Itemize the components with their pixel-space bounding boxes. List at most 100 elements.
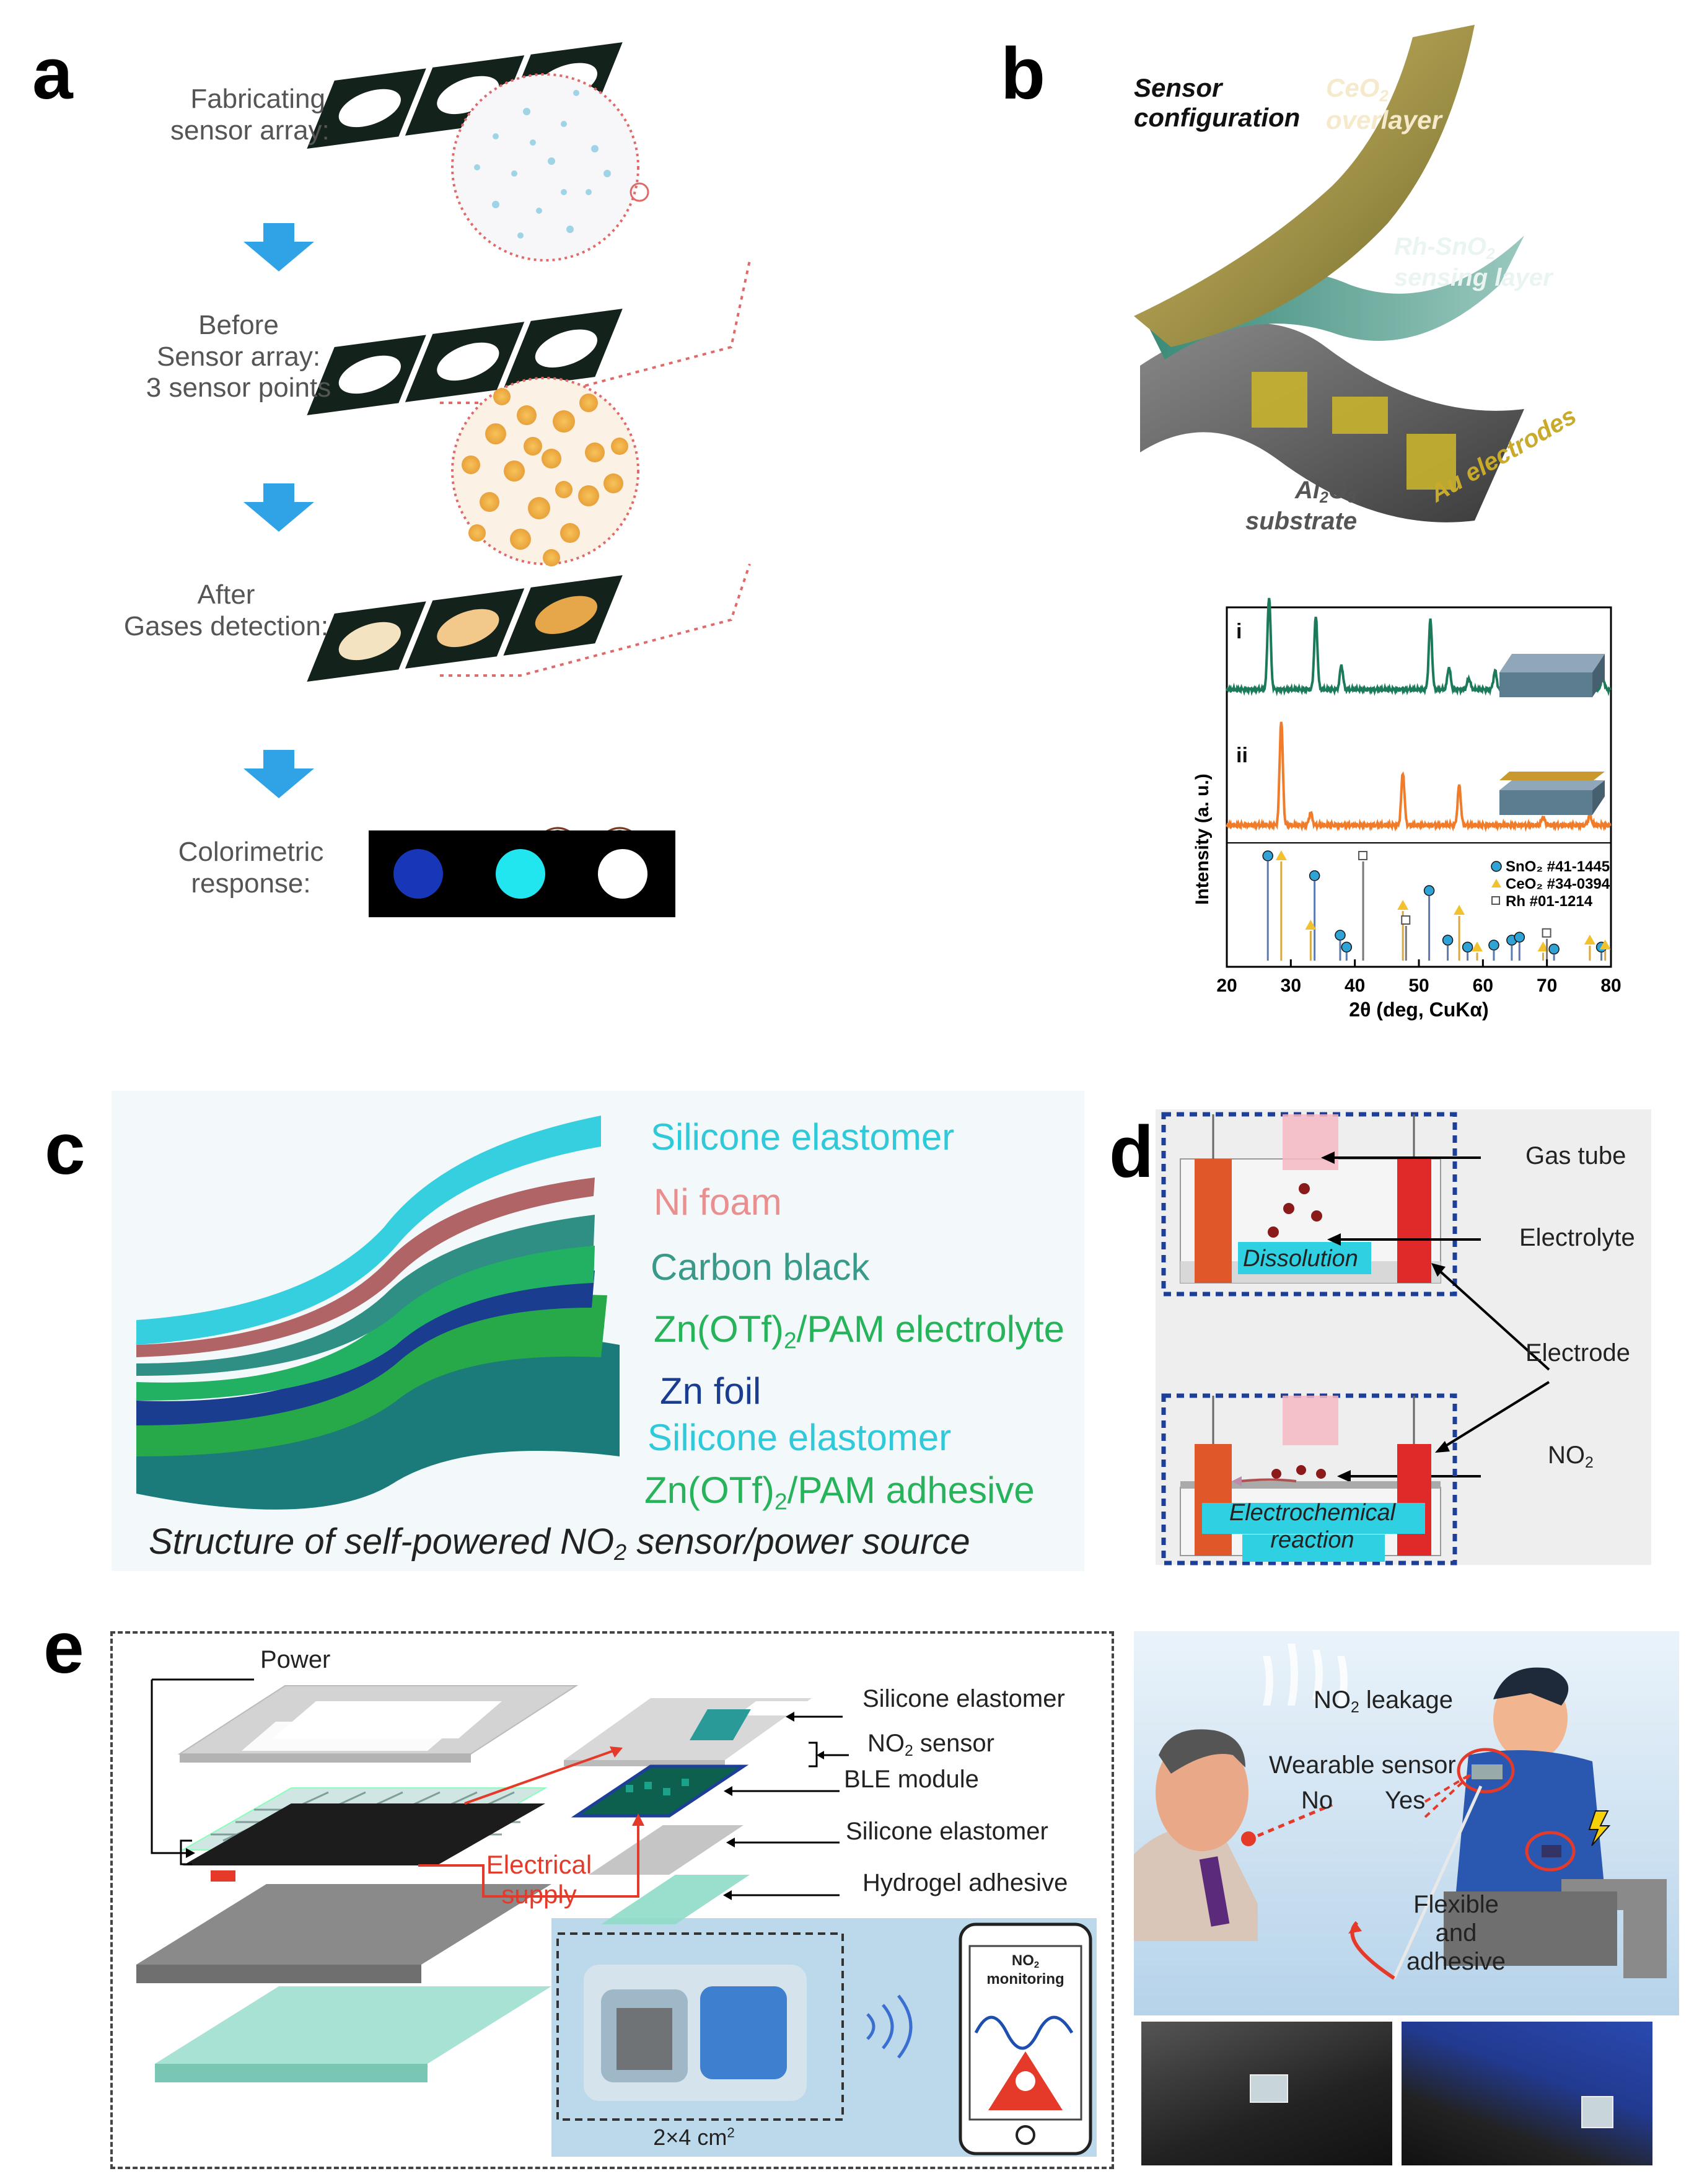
reference-marker-sno2 <box>1335 930 1346 941</box>
layer-label-adhesive: Zn(OTf)2/PAM adhesive <box>644 1469 1035 1515</box>
reference-marker-sno2 <box>1514 931 1525 943</box>
xrd-series-ii <box>1226 721 1612 832</box>
reference-marker-ceo2 <box>1397 900 1409 910</box>
electrochemical-cell-diagram <box>1161 1112 1550 1565</box>
alert-icon <box>1588 1810 1611 1846</box>
response-dot-1 <box>393 849 443 899</box>
xrd-chart: 20 30 40 50 60 70 80 i ii SnO₂ #41-1445 CeO₂ #… <box>1192 597 1621 1021</box>
panel-c-label: c <box>45 1108 86 1190</box>
response-dot-2 <box>496 849 545 899</box>
panel-e-frame <box>110 1631 1114 2169</box>
layer-label-part: Silicone elastomer <box>647 1417 952 1458</box>
silicone-bottom-label: Silicone elastomer <box>846 1818 1048 1845</box>
reference-marker-rh <box>1401 915 1411 925</box>
reference-marker-sno2 <box>1488 940 1499 951</box>
layer-label-part: Carbon black <box>651 1246 870 1288</box>
layer-label-silicone-elastomer-bottom: Silicone elastomer <box>647 1416 951 1459</box>
reference-marker-sno2 <box>1442 935 1454 946</box>
series-label-i: i <box>1236 620 1242 643</box>
silicone-top-label: Silicone elastomer <box>862 1685 1065 1712</box>
layered-structure-illustration <box>136 1116 620 1510</box>
photo-sensor-on-arm-2 <box>1402 2022 1652 2165</box>
photo-sensor-on-arm-1 <box>1141 2022 1392 2165</box>
layer-label-part: Zn(OTf) <box>644 1469 775 1511</box>
layer-label-part: Zn foil <box>660 1370 761 1412</box>
layer-label-part: 2 <box>783 1327 797 1354</box>
reference-marker-ceo2 <box>1275 850 1287 860</box>
electrolyte-label: Electrolyte <box>1519 1224 1635 1251</box>
layer-label-part: /PAM electrolyte <box>796 1308 1065 1350</box>
sensor-array-after <box>307 575 623 682</box>
xrd-legend: SnO₂ #41-1445 CeO₂ #34-0394 Rh #01-1214 <box>1491 858 1610 910</box>
sensor-array-before <box>307 309 623 415</box>
layer-label-electrolyte: Zn(OTf)2/PAM electrolyte <box>654 1308 1064 1354</box>
wearable-device-exploded-view <box>136 1678 1092 2155</box>
dissolution-label: Dissolution <box>1243 1246 1358 1272</box>
no2-sensor-label: NO2 sensor <box>867 1730 994 1759</box>
layer-label-part: Ni foam <box>654 1181 782 1223</box>
xrd-tick-label: 80 <box>1600 975 1621 996</box>
xrd-tick-label: 20 <box>1216 975 1237 996</box>
reference-marker-sno2 <box>1548 943 1560 955</box>
reference-marker-ceo2 <box>1454 905 1465 915</box>
reference-marker-rh <box>1358 851 1368 860</box>
response-dot-3 <box>598 849 647 899</box>
layer-label-ni-foam: Ni foam <box>654 1181 782 1223</box>
electrode-label: Electrode <box>1525 1339 1630 1367</box>
xrd-ylabel: Intensity (a. u.) <box>1192 773 1213 905</box>
layer-label-carbon-black: Carbon black <box>651 1246 870 1288</box>
no2-label: NO2 <box>1548 1442 1594 1471</box>
power-label: Power <box>260 1646 331 1673</box>
ble-module-label: BLE module <box>844 1766 979 1793</box>
hydrogel-adhesive-label: Hydrogel adhesive <box>862 1869 1068 1896</box>
yes-label: Yes <box>1385 1787 1426 1814</box>
down-arrow-1 <box>244 223 314 271</box>
phone-no2-monitoring-label: NO2 monitoring <box>986 1952 1064 1988</box>
panel-d-label: d <box>1109 1111 1154 1193</box>
wearable-sensor-label: Wearable sensor <box>1269 1751 1456 1779</box>
inset-structure-i <box>1499 654 1605 697</box>
reference-marker-rh <box>1542 928 1551 938</box>
svg-text:Rh #01-1214: Rh #01-1214 <box>1506 893 1593 910</box>
layer-label-silicone-elastomer-top: Silicone elastomer <box>651 1116 954 1158</box>
panel-a-illustration <box>244 42 751 917</box>
reference-marker-sno2 <box>1309 870 1320 881</box>
xrd-tick-label: 50 <box>1408 975 1429 996</box>
no2-leakage-label: NO2 leakage <box>1314 1686 1454 1716</box>
reference-marker-sno2 <box>1462 941 1473 953</box>
inset-structure-ii <box>1499 772 1605 815</box>
reference-marker-ceo2 <box>1599 940 1611 949</box>
xrd-tick-label: 40 <box>1345 975 1365 996</box>
layer-label-zn-foil: Zn foil <box>660 1370 761 1412</box>
zoom-circle-before <box>451 73 639 262</box>
gas-tube-label: Gas tube <box>1525 1142 1626 1169</box>
layer-label-part: /PAM adhesive <box>787 1469 1035 1511</box>
xrd-tick-label: 70 <box>1537 975 1557 996</box>
al2o3-substrate-label: Al2O3 substrate <box>1245 477 1358 535</box>
ceo2-overlayer-label: CeO2 overlayer <box>1326 73 1442 135</box>
reference-marker-sno2 <box>1341 941 1353 953</box>
panel-c-caption: Structure of self-powered NO2 sensor/pow… <box>149 1521 970 1565</box>
svg-text:SnO₂ #41-1445: SnO₂ #41-1445 <box>1506 858 1610 875</box>
svg-text:CeO₂ #34-0394: CeO₂ #34-0394 <box>1506 876 1610 892</box>
reference-marker-sno2 <box>1262 850 1273 861</box>
sensor-configuration-illustration <box>1134 25 1524 522</box>
rh-sno2-label: Rh-SnO2 sensing layer <box>1394 233 1553 292</box>
reference-marker-sno2 <box>1423 885 1435 896</box>
no-label: No <box>1301 1787 1333 1814</box>
xrd-tick-label: 60 <box>1473 975 1493 996</box>
reference-marker-ceo2 <box>1537 941 1549 952</box>
panel-b-label: b <box>1001 33 1046 115</box>
xrd-tick-label: 30 <box>1281 975 1301 996</box>
series-label-ii: ii <box>1236 744 1248 767</box>
device-size-label: 2×4 cm2 <box>653 2125 735 2150</box>
panel-a-label: a <box>32 33 73 115</box>
